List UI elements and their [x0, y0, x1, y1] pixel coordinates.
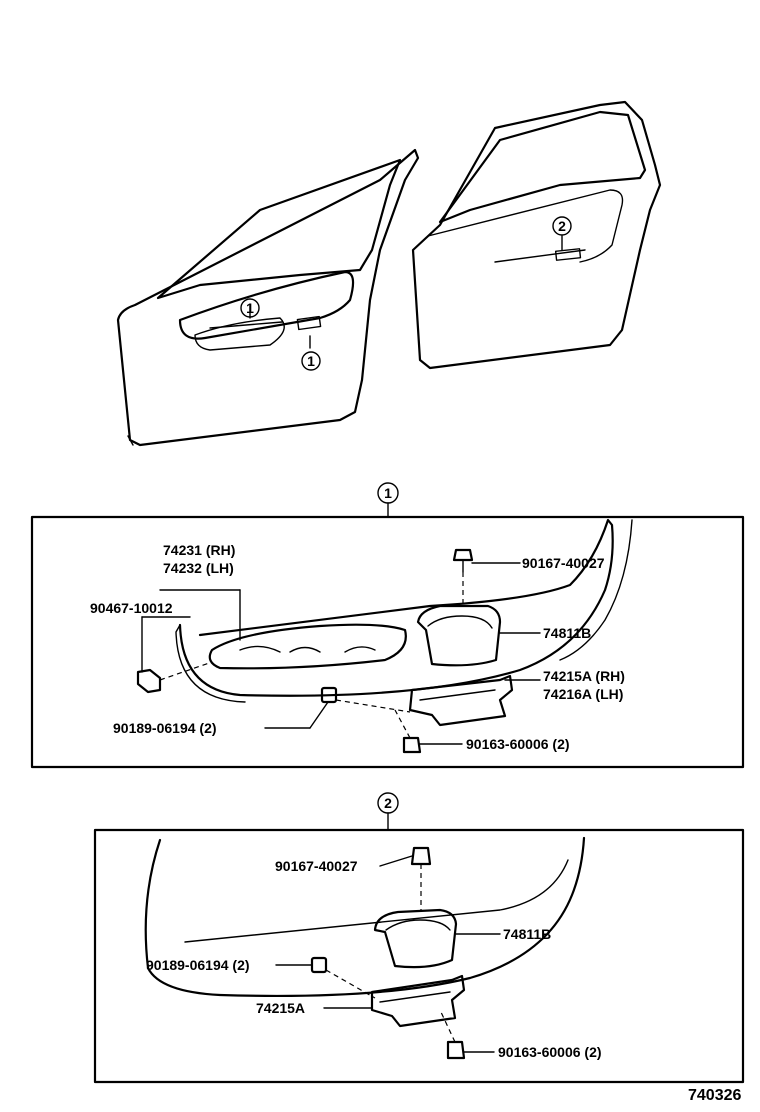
panel-1-callout: 1 — [384, 485, 392, 501]
callout-label: 1 — [307, 353, 315, 369]
label-clip: 90467-10012 — [90, 600, 173, 616]
callout-label: 1 — [246, 300, 254, 316]
label-screw-top: 90167-40027 — [522, 555, 605, 571]
label-screw-bottom-2: 90163-60006 (2) — [498, 1044, 602, 1060]
label-screw-bottom: 90163-60006 (2) — [466, 736, 570, 752]
rear-door — [411, 100, 662, 370]
panel-1: 1 — [30, 482, 745, 769]
front-door-callout-top: 1 — [240, 298, 260, 318]
label-armrest-rh: 74231 (RH) — [163, 542, 235, 558]
label-armrest-lh: 74232 (LH) — [163, 560, 234, 576]
panel-2-callout: 2 — [384, 795, 392, 811]
front-door — [116, 148, 420, 447]
panel-2: 2 — [93, 792, 745, 1084]
label-bracket-rh: 74215A (RH) — [543, 668, 625, 684]
label-nut-2: 90189-06194 (2) — [146, 957, 250, 973]
front-door-callout-bottom: 1 — [301, 351, 321, 371]
label-bracket-2: 74215A — [256, 1000, 305, 1016]
label-screw-top-2: 90167-40027 — [275, 858, 358, 874]
label-nut: 90189-06194 (2) — [113, 720, 217, 736]
callout-label: 2 — [558, 218, 566, 234]
label-bracket-lh: 74216A (LH) — [543, 686, 623, 702]
rear-door-callout: 2 — [552, 216, 572, 236]
illustration-number: 740326 — [688, 1087, 741, 1104]
label-pocket-2: 74811B — [503, 926, 551, 942]
label-pocket: 74811B — [543, 625, 591, 641]
